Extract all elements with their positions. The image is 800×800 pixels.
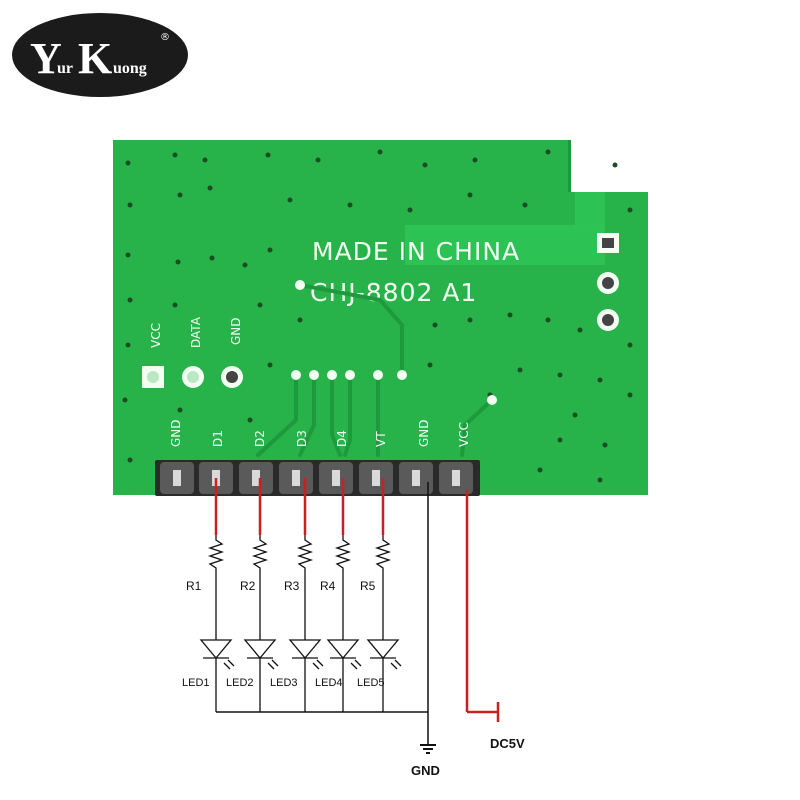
led-4 [326, 639, 362, 712]
resistor-r1 [207, 535, 225, 640]
logo-letter-y: Y [30, 34, 62, 83]
resistor-r4 [334, 535, 352, 640]
header-label-d1: D1 [211, 430, 225, 447]
led-2 [243, 639, 279, 712]
logo-letters-uong: uong [113, 60, 147, 77]
led-label-1: LED1 [182, 677, 210, 689]
leds [199, 639, 402, 712]
brand-logo: Y ur K uong ® [12, 13, 188, 97]
resistor-label-r2: R2 [240, 579, 256, 593]
header-label-d2: D2 [253, 430, 267, 447]
header-label-d3: D3 [295, 430, 309, 447]
led-label-3: LED3 [270, 677, 298, 689]
pcb-notch [570, 140, 650, 192]
resistors [207, 535, 392, 640]
resistor-label-r1: R1 [186, 579, 202, 593]
top-pin-vcc-label: VCC [149, 323, 163, 348]
top-pin-data-label: DATA [189, 316, 203, 348]
resistor-r2 [251, 535, 269, 640]
logo-letters-ur: ur [57, 60, 73, 77]
antenna-trace [405, 225, 605, 265]
resistor-r3 [296, 535, 314, 640]
header-label-gnd-2: GND [417, 419, 431, 447]
registered-mark: ® [160, 32, 170, 43]
made-in-label: MADE IN CHINA [312, 237, 520, 266]
led-label-5: LED5 [357, 677, 385, 689]
pcb-substrate [113, 140, 648, 495]
pcb-board: MADE IN CHINA CHJ-8802 A1 VCC DATA GND [113, 140, 650, 496]
resistor-r5 [374, 535, 392, 640]
led-3 [288, 639, 324, 712]
antenna-pads [597, 233, 619, 331]
led-schematic: R1 R2 R3 R4 R5 [182, 478, 525, 778]
top-pin-pads [142, 366, 243, 388]
gnd-label: GND [411, 763, 440, 778]
header-label-vt: VT [374, 431, 388, 447]
header-label-gnd-1: GND [169, 419, 183, 447]
logo-letter-k: K [78, 34, 112, 83]
via-holes [122, 149, 633, 483]
header-label-vcc: VCC [457, 422, 471, 447]
resistor-label-r3: R3 [284, 579, 300, 593]
logo-badge [12, 13, 188, 97]
top-pin-gnd-label: GND [229, 317, 243, 345]
power-label: DC5V [490, 736, 525, 751]
led-label-4: LED4 [315, 677, 343, 689]
signal-wires [214, 478, 500, 722]
ground-bus [216, 482, 436, 754]
led-1 [199, 639, 235, 712]
header-label-d4: D4 [335, 430, 349, 447]
pcb-traces [256, 283, 494, 457]
resistor-label-r4: R4 [320, 579, 336, 593]
led-5 [366, 639, 402, 712]
resistor-label-r5: R5 [360, 579, 376, 593]
led-label-2: LED2 [226, 677, 254, 689]
trace-vias [291, 280, 497, 405]
pin-header [155, 460, 480, 496]
